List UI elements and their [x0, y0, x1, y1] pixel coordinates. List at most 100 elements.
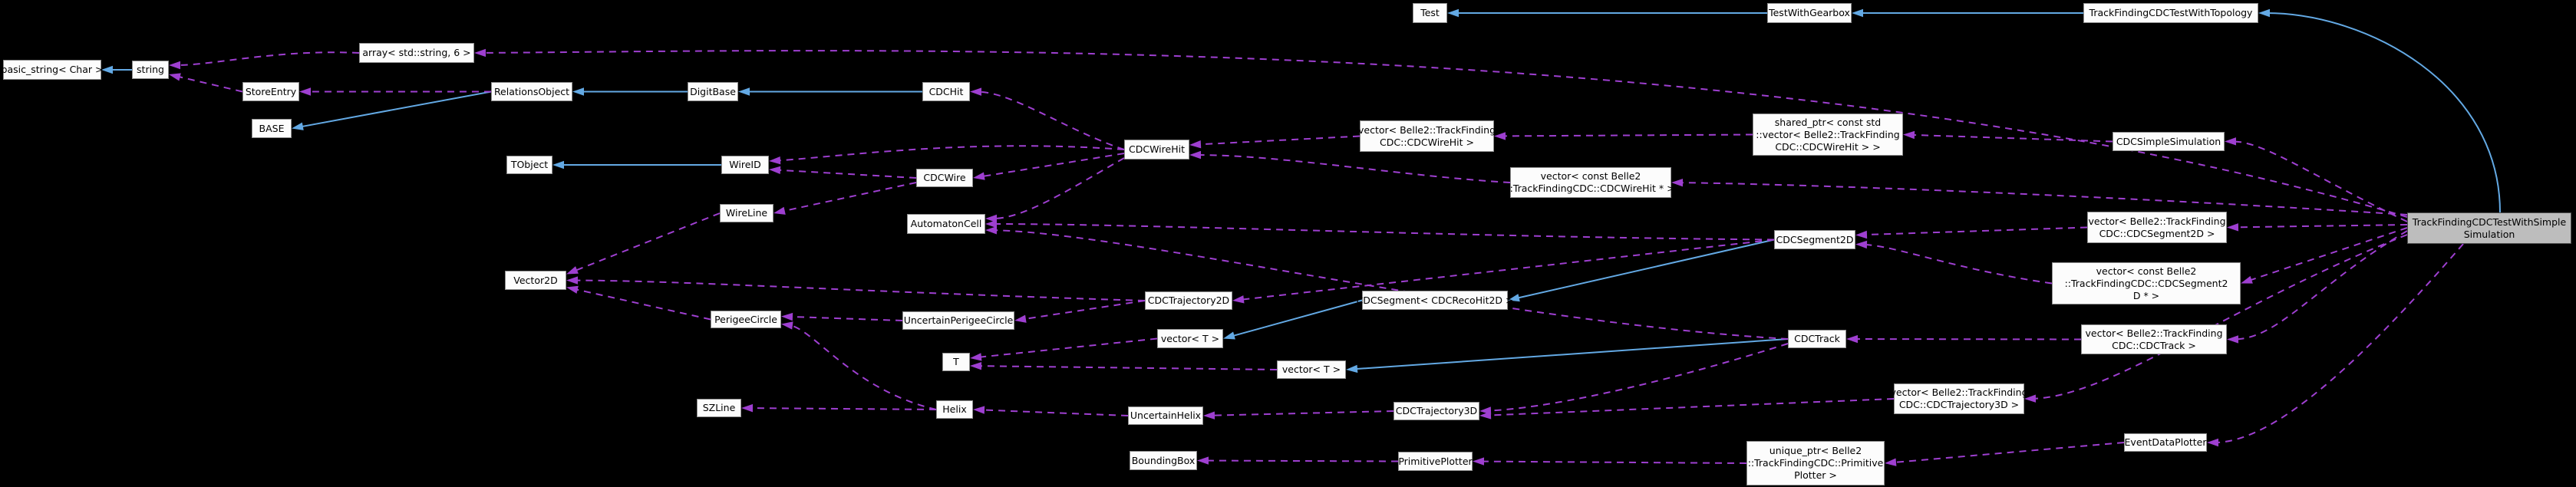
node-label: WireLine: [725, 207, 768, 219]
node-WireID[interactable]: WireID: [721, 156, 769, 174]
edge-vectorT2-T-use: [977, 365, 1278, 370]
node-Vector2D[interactable]: Vector2D: [505, 271, 566, 290]
node-label: SZLine: [702, 402, 736, 413]
arrowhead-icon: [985, 219, 997, 229]
node-Helix[interactable]: Helix: [936, 400, 973, 419]
node-CDCTrajectory2D[interactable]: CDCTrajectory2D: [1145, 291, 1232, 310]
edge-CDCSegment2D-AutomatonCell-use: [992, 223, 1775, 241]
node-basic_string[interactable]: basic_string< Char >: [2, 60, 103, 80]
edge-RelationsObject-BASE-inherit: [298, 90, 492, 128]
node-BoundingBox[interactable]: BoundingBox: [1130, 451, 1197, 470]
node-label: shared_ptr< const std: [1774, 116, 1882, 128]
node-vecConstWireHitPtr[interactable]: vector< const Belle2::TrackFindingCDC::C…: [1506, 167, 1675, 198]
node-Topology[interactable]: TrackFindingCDCTestWithTopology: [2083, 3, 2258, 23]
node-TObject[interactable]: TObject: [506, 156, 552, 174]
node-label: AutomatonCell: [910, 218, 982, 229]
edge-PerigeeCircle-Vector2D-use: [573, 288, 711, 321]
arrowhead-icon: [1473, 457, 1485, 466]
edge-vecConstWireHitPtr-CDCWireHit-use: [1196, 154, 1511, 183]
node-Test[interactable]: Test: [1413, 3, 1447, 23]
arrowhead-icon: [1494, 132, 1506, 140]
arrowhead-icon: [781, 312, 793, 321]
arrowhead-icon: [781, 321, 793, 330]
arrowhead-icon: [566, 266, 579, 275]
edge-vecTraj3D-CDCTrajectory3D-use: [1486, 398, 1895, 416]
node-UncertainHelix[interactable]: UncertainHelix: [1128, 406, 1203, 425]
node-CDCSegment2D[interactable]: CDCSegment2D: [1774, 230, 1855, 249]
node-CDCWire[interactable]: CDCWire: [916, 169, 973, 187]
edge-EventDataPlotter-uniquePtr-use: [1892, 442, 2125, 464]
arrowhead-icon: [1885, 458, 1897, 466]
node-CDCWireHit[interactable]: CDCWireHit: [1124, 140, 1189, 160]
node-label: CDCTrajectory3D: [1395, 405, 1478, 416]
node-label: StoreEntry: [245, 85, 297, 97]
node-PrimitivePlotter[interactable]: PrimitivePlotter: [1398, 452, 1473, 471]
edge-uniquePtr-PrimitivePlotter-use: [1479, 460, 1747, 464]
node-label: UncertainPerigeeCircle: [903, 314, 1014, 326]
node-SZLine[interactable]: SZLine: [697, 399, 741, 417]
node-CDCSegmentTpl[interactable]: CDCSegment< CDCRecoHit2D >: [1357, 291, 1514, 310]
node-label: CDCTrajectory2D: [1147, 295, 1230, 306]
node-CDCSimpleSimulation[interactable]: CDCSimpleSimulation: [2113, 132, 2225, 151]
node-label: vector< Belle2::TrackFinding: [2088, 215, 2226, 227]
arrowhead-icon: [169, 61, 180, 70]
edge-main-vecSegment2D-use: [2234, 224, 2408, 229]
node-vectorT2[interactable]: vector< T >: [1277, 360, 1346, 379]
edge-CDCWire-WireLine-use: [780, 182, 917, 212]
node-EventDataPlotter[interactable]: EventDataPlotter: [2124, 433, 2207, 452]
node-PerigeeCircle[interactable]: PerigeeCircle: [711, 311, 781, 328]
arrowhead-icon: [169, 73, 181, 81]
node-AutomatonCell[interactable]: AutomatonCell: [907, 214, 985, 234]
node-string[interactable]: string: [132, 61, 169, 79]
node-label: D * >: [2132, 289, 2160, 301]
node-T[interactable]: T: [942, 353, 970, 371]
node-UPC[interactable]: UncertainPerigeeCircle: [902, 311, 1014, 330]
arrowhead-icon: [1508, 294, 1520, 302]
node-array6[interactable]: array< std::string, 6 >: [359, 43, 474, 63]
edge-vecSegment2D-CDCSegment2D-use: [1862, 226, 2088, 236]
node-label: vector< T >: [1281, 364, 1341, 375]
node-uniquePtr[interactable]: unique_ptr< Belle2::TrackFindingCDC::Pri…: [1746, 441, 1885, 485]
arrowhead-icon: [769, 166, 781, 175]
node-label: vector< Belle2::TrackFinding: [1890, 387, 2028, 398]
node-WireLine[interactable]: WireLine: [720, 204, 773, 222]
node-label: vector< Belle2::TrackFinding: [2085, 327, 2223, 339]
edge-Helix-PerigeeCircle-use: [788, 324, 937, 410]
node-sharedPtr[interactable]: shared_ptr< const std::vector< Belle2::T…: [1753, 114, 1903, 156]
edge-CDCSimpleSimulation-sharedPtr-use: [1910, 133, 2113, 143]
arrowhead-icon: [552, 160, 564, 169]
node-TestWithGearbox[interactable]: TestWithGearbox: [1767, 3, 1852, 23]
arrowhead-icon: [299, 87, 311, 96]
node-label: ::TrackFindingCDC::CDCWireHit * >: [1506, 183, 1675, 194]
node-DigitBase[interactable]: DigitBase: [688, 82, 738, 101]
node-label: DigitBase: [690, 85, 736, 97]
edge-CDCTrajectory2D-Vector2D-use: [573, 279, 1146, 301]
node-label: CDCSegment2D: [1776, 233, 1854, 245]
arrowhead-icon: [773, 206, 786, 215]
node-CDCTrajectory3D[interactable]: CDCTrajectory3D: [1394, 402, 1479, 420]
node-label: PrimitivePlotter: [1398, 455, 1473, 467]
edge-UPC-PerigeeCircle-use: [788, 315, 903, 321]
node-label: UncertainHelix: [1130, 410, 1202, 421]
node-vecConstSeg2DPtr[interactable]: vector< const Belle2::TrackFindingCDC::C…: [2052, 262, 2241, 304]
arrowhead-icon: [2225, 137, 2237, 146]
arrowhead-icon: [1855, 230, 1868, 239]
node-label: Simulation: [2463, 228, 2515, 240]
node-CDCHit[interactable]: CDCHit: [922, 82, 970, 101]
arrowhead-icon: [566, 276, 579, 285]
node-label: T: [953, 356, 959, 367]
node-StoreEntry[interactable]: StoreEntry: [242, 82, 299, 101]
node-vectorT1[interactable]: vector< T >: [1157, 329, 1223, 348]
node-CDCTrack[interactable]: CDCTrack: [1788, 330, 1846, 348]
node-RelationsObject[interactable]: RelationsObject: [491, 82, 572, 101]
node-BASE[interactable]: BASE: [252, 119, 292, 138]
arrowhead-icon: [292, 122, 304, 130]
edge-vectorT1-T-use: [977, 337, 1158, 358]
node-label: CDCTrack: [1794, 333, 1840, 344]
